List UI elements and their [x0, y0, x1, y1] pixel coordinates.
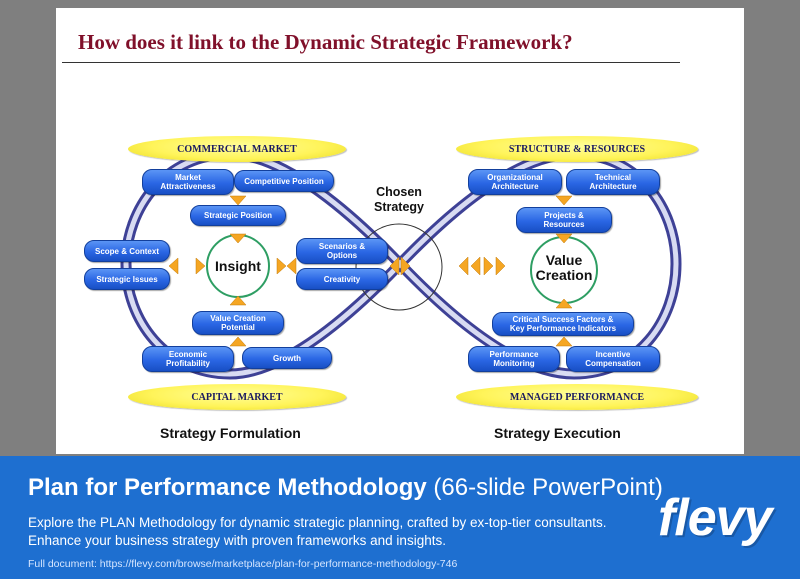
arrow-left-icon	[470, 256, 481, 276]
insight-label: Insight	[215, 257, 261, 274]
arrow-right-icon	[195, 257, 206, 275]
strategy-formulation-caption: Strategy Formulation	[160, 425, 301, 441]
footer-banner: Plan for Performance Methodology (66-sli…	[0, 456, 800, 579]
arrow-down-icon	[555, 195, 573, 206]
arrow-left-icon	[168, 257, 179, 275]
market-attractiveness-pill: Market Attractiveness	[142, 169, 234, 195]
arrow-left-icon	[286, 257, 297, 275]
managed-performance-label: MANAGED PERFORMANCE	[456, 384, 698, 410]
capital-market-label: CAPITAL MARKET	[128, 384, 346, 410]
growth-pill: Growth	[242, 347, 332, 369]
strategic-issues-pill: Strategic Issues	[84, 268, 170, 290]
footer-description: Explore the PLAN Methodology for dynamic…	[28, 515, 607, 548]
scenarios-options-pill: Scenarios & Options	[296, 238, 388, 264]
footer-title: Plan for Performance Methodology (66-sli…	[28, 474, 663, 502]
creativity-pill: Creativity	[296, 268, 388, 290]
arrow-down-icon	[229, 233, 247, 244]
technical-architecture-pill: Technical Architecture	[566, 169, 660, 195]
footer-title-bold: Plan for Performance Methodology	[28, 474, 427, 501]
competitive-position-pill: Competitive Position	[234, 170, 334, 192]
arrow-left-icon	[458, 256, 469, 276]
arrow-right-icon	[483, 256, 494, 276]
title-divider	[62, 62, 680, 63]
flevy-logo[interactable]: flevy	[658, 489, 773, 547]
strategic-position-pill: Strategic Position	[190, 205, 286, 226]
arrow-up-icon	[555, 298, 573, 309]
performance-monitoring-pill: Performance Monitoring	[468, 346, 560, 372]
arrow-up-icon	[555, 336, 573, 347]
arrow-up-icon	[229, 295, 247, 306]
chosen-strategy-label: Chosen Strategy	[373, 185, 425, 214]
arrow-up-icon	[229, 336, 247, 347]
economic-profitability-pill: Economic Profitability	[142, 346, 234, 372]
strategy-execution-caption: Strategy Execution	[494, 425, 621, 441]
scope-context-pill: Scope & Context	[84, 240, 170, 262]
footer-title-rest: (66-slide PowerPoint)	[426, 474, 663, 501]
slide-title: How does it link to the Dynamic Strategi…	[78, 30, 573, 54]
commercial-market-label: COMMERCIAL MARKET	[128, 136, 346, 162]
value-creation-potential-pill: Value Creation Potential	[192, 311, 284, 335]
arrow-left-icon	[389, 256, 400, 276]
slide: How does it link to the Dynamic Strategi…	[56, 8, 744, 454]
incentive-compensation-pill: Incentive Compensation	[566, 346, 660, 372]
organizational-architecture-pill: Organizational Architecture	[468, 169, 562, 195]
structure-resources-label: STRUCTURE & RESOURCES	[456, 136, 698, 162]
value-creation-label: Value Creation	[535, 252, 593, 283]
projects-resources-pill: Projects & Resources	[516, 207, 612, 233]
arrow-down-icon	[229, 195, 247, 206]
arrow-right-icon	[276, 257, 287, 275]
arrow-right-icon	[495, 256, 506, 276]
csf-kpi-pill: Critical Success Factors & Key Performan…	[492, 312, 634, 336]
chosen-strategy-circle	[355, 223, 443, 311]
arrow-down-icon	[555, 233, 573, 244]
arrow-right-icon	[400, 256, 411, 276]
full-document-link[interactable]: Full document: https://flevy.com/browse/…	[28, 558, 458, 570]
